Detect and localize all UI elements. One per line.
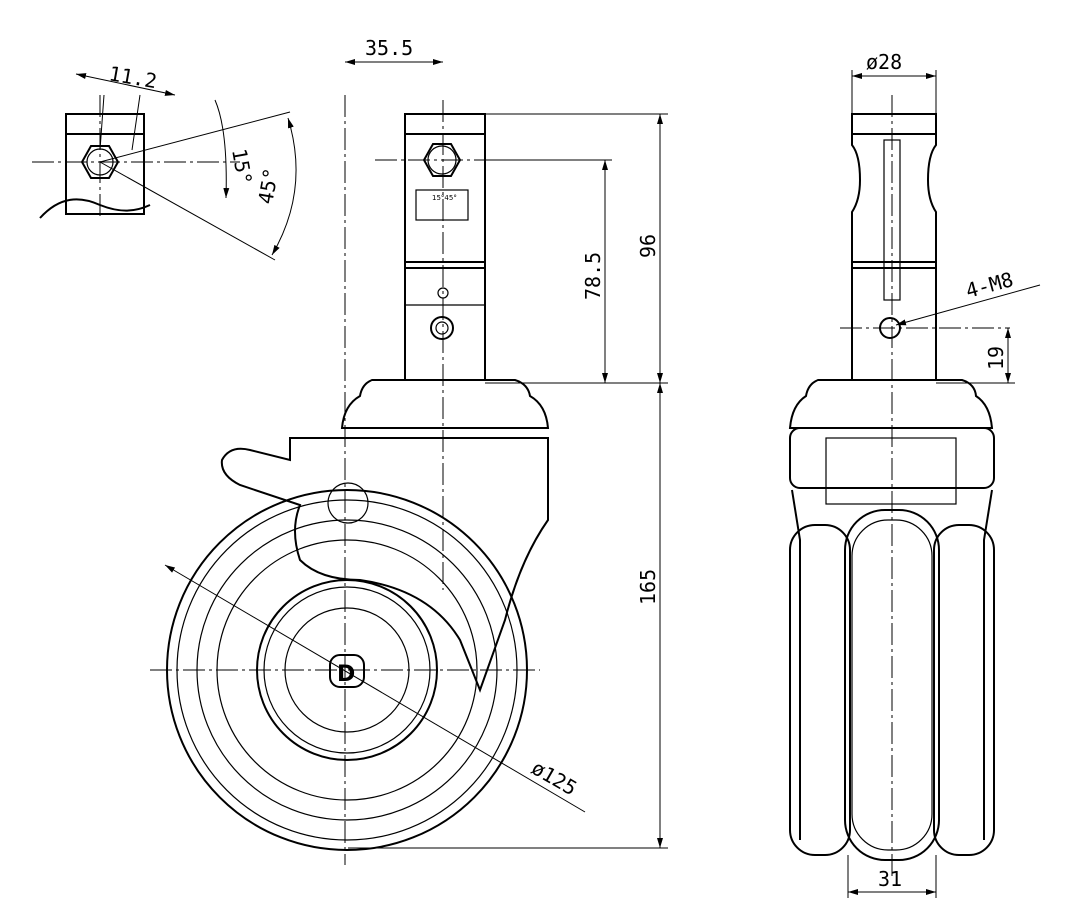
side-view: ø28 4-M8 19 31 [788, 50, 1041, 898]
stem-label-text: 15°45° [432, 194, 457, 202]
dim-angle-15: 15° [227, 147, 257, 187]
brand-logo-letter: D [337, 662, 355, 687]
dim-hole-height: 78.5 [581, 252, 605, 300]
brand-logo-icon [329, 654, 365, 688]
dim-body-height: 165 [636, 569, 660, 605]
dim-angle-45: 45° [253, 166, 283, 206]
front-view: 15°45° D 35.5 96 78.5 165 [150, 36, 668, 865]
dim-wheel-width: 31 [878, 867, 902, 891]
dim-stem-diameter: ø28 [866, 50, 902, 74]
dim-hex-width: 11.2 [107, 61, 159, 93]
dim-screw-spec: 4-M8 [963, 267, 1016, 303]
dim-stem-height: 96 [636, 234, 660, 258]
dim-stem-offset: 35.5 [365, 36, 413, 60]
dim-screw-height: 19 [984, 346, 1008, 370]
detail-view: 11.2 15° 45° [32, 61, 297, 261]
